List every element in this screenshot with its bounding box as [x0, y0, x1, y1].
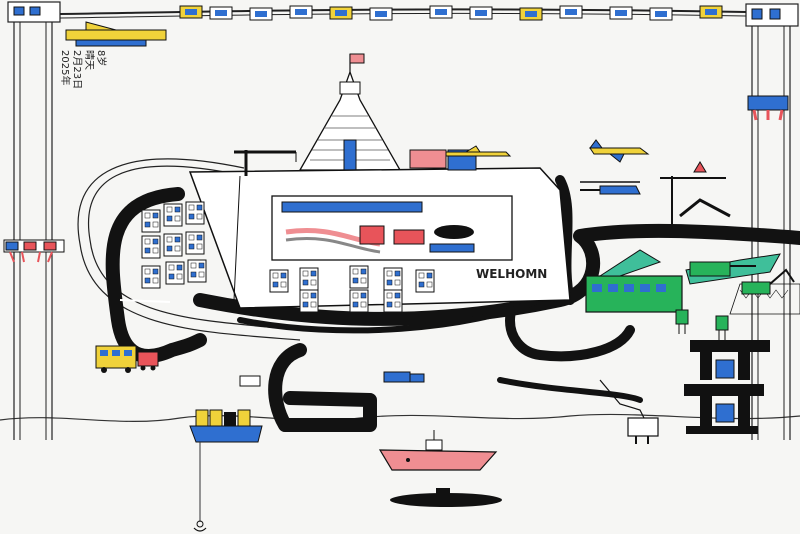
- spire-tower-icon: [298, 53, 402, 171]
- signature-line: 8岁: [95, 50, 108, 66]
- hanging-cabin-icon: [289, 5, 313, 19]
- robot-icon: [715, 315, 729, 340]
- cable-bridge-icon: [59, 5, 747, 21]
- hanging-cabin-icon: [249, 7, 273, 21]
- signature-line: 晴天: [83, 50, 96, 70]
- building-sign: WELHOMN: [476, 267, 547, 281]
- building-icon: [684, 340, 770, 434]
- bus-icon: [95, 345, 137, 373]
- signature-line: 2025年: [59, 50, 72, 85]
- submarine-icon: [390, 488, 502, 507]
- helicopter-icon: [580, 181, 641, 195]
- flag-icon: [349, 53, 365, 64]
- robot-icon: [675, 309, 689, 334]
- warship-icon: [378, 430, 498, 471]
- truck-icon: [409, 373, 425, 383]
- hanging-cabin-icon: [369, 7, 393, 21]
- right-tower-icon: [745, 3, 799, 440]
- crane-icon: [660, 161, 731, 228]
- building-icon: WELHOMN: [141, 167, 571, 313]
- hanging-cabin-icon: [429, 5, 453, 19]
- hanging-cabin-icon: [699, 5, 723, 19]
- hanging-cabin-icon: [649, 7, 673, 21]
- building-icon: [715, 359, 735, 379]
- building-icon: [239, 375, 261, 387]
- hanging-cabin-icon: [209, 6, 233, 20]
- sea-icon: [0, 413, 800, 422]
- building-icon: [409, 149, 447, 169]
- hanging-cabin-icon: [329, 6, 353, 20]
- excavator-icon: [741, 268, 795, 295]
- truck-icon: [383, 371, 411, 383]
- signature: 2025年 2月23日 晴天 8岁: [59, 50, 108, 89]
- hanging-cabin-icon: [559, 5, 583, 19]
- airplane-icon: [65, 21, 167, 47]
- airplane-icon: [445, 145, 512, 157]
- hanging-cabin-icon: [469, 6, 493, 20]
- building-icon: [715, 403, 735, 423]
- tank-icon: [689, 261, 756, 277]
- airplane-icon: [589, 139, 650, 163]
- hanging-cabin-icon: [609, 6, 633, 20]
- hanging-cabin-icon: [519, 7, 543, 21]
- left-tower-icon: [3, 1, 65, 440]
- road-icon: [105, 175, 800, 432]
- crane-icon: [234, 150, 297, 176]
- cargo-ship-icon: [189, 409, 263, 443]
- signature-line: 2月23日: [71, 50, 83, 89]
- truck-icon: [137, 351, 159, 371]
- anchor-icon: [193, 520, 207, 532]
- hanging-cabin-icon: [179, 5, 203, 19]
- plug-icon: [599, 379, 659, 444]
